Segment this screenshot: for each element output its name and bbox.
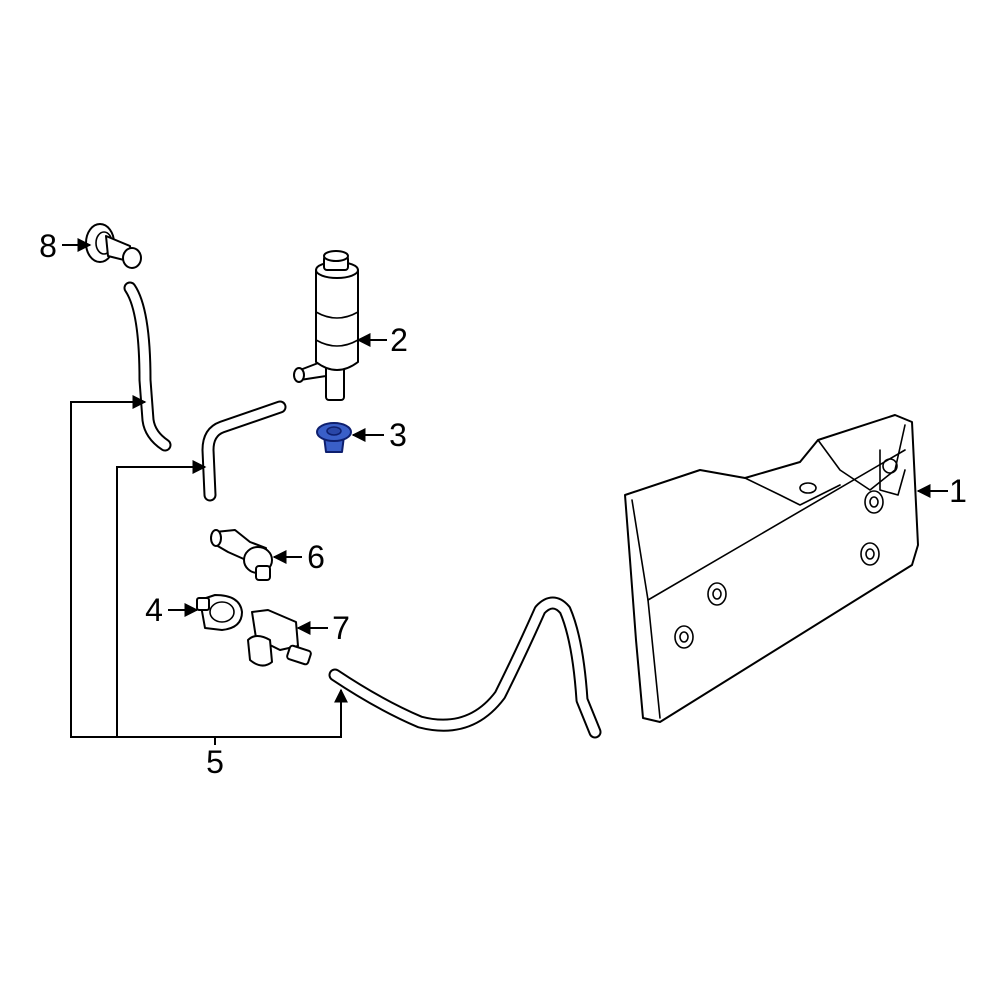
hose-long: [328, 596, 602, 739]
reservoir-tank: [624, 414, 919, 723]
leader-5-long: [215, 688, 348, 738]
callout-2: 2: [390, 322, 408, 358]
leader-lines: [62, 238, 948, 745]
hose-upper-mid: [201, 400, 287, 502]
callout-7: 7: [332, 610, 350, 646]
check-valve: [247, 609, 312, 667]
callout-3: 3: [389, 417, 407, 453]
hose-upper-left: [123, 281, 172, 452]
callout-labels: 1 2 3 4 5 6 7 8: [39, 228, 967, 780]
washer-nozzle: [85, 223, 142, 269]
leader-5-upper-left: [70, 395, 216, 745]
callout-6: 6: [307, 539, 325, 575]
callout-8: 8: [39, 228, 57, 264]
callout-5: 5: [206, 744, 224, 780]
leader-5-upper-mid: [116, 460, 207, 737]
washer-pump: [293, 250, 359, 401]
callout-4: 4: [145, 592, 163, 628]
hose-clamp: [196, 594, 243, 631]
callout-1: 1: [949, 473, 967, 509]
pump-grommet: [316, 422, 352, 453]
hose-connector: [210, 529, 273, 581]
